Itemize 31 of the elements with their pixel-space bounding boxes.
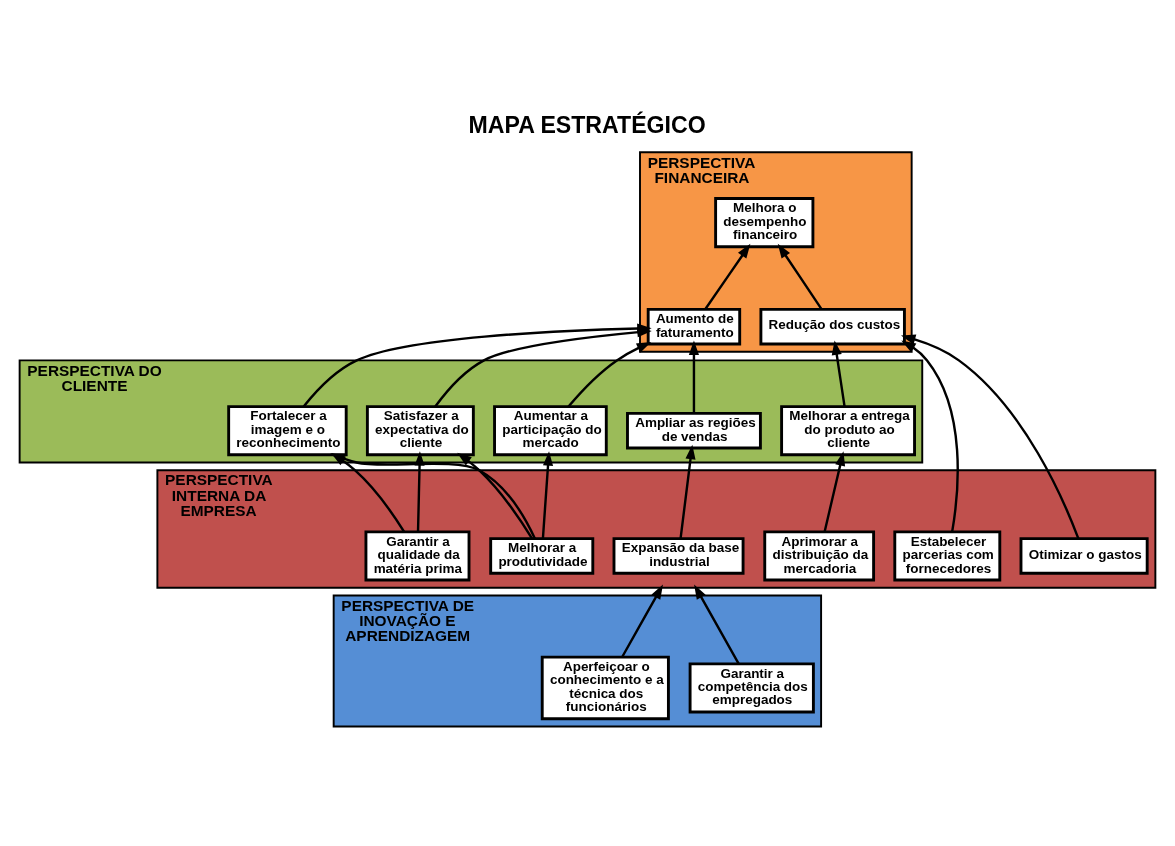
node-box: Melhora o desempenho financeiro <box>714 197 815 249</box>
arrow <box>414 451 425 532</box>
node-box: Satisfazer a expectativa do cliente <box>365 405 475 457</box>
arrow <box>831 340 846 407</box>
diagram-title: MAPA ESTRATÉGICO <box>468 112 706 139</box>
node-box: Aprimorar a distribuição da mercadoria <box>763 530 876 582</box>
node-box: Aperfeiçoar o conhecimento e a técnica dos funcionários <box>540 655 670 721</box>
node-box: Melhorar a produtividade <box>489 537 595 575</box>
arrow <box>688 340 700 414</box>
arrow <box>541 451 554 539</box>
node-box: Garantir a qualidade da matéria prima <box>364 530 471 582</box>
node-box: Expansão da base industrial <box>612 537 745 575</box>
node-box: Garantir a competência dos empregados <box>688 662 815 714</box>
node-box: Melhorar a entrega do produto ao cliente <box>780 405 916 457</box>
arrow <box>621 584 663 658</box>
arrow <box>457 452 533 539</box>
node-box: Fortalecer a imagem e o reconhecimento <box>227 405 348 457</box>
arrow <box>823 451 846 532</box>
node-box: Aumentar a participação do mercado <box>493 405 608 457</box>
arrow <box>777 243 823 310</box>
arrow <box>679 444 696 539</box>
arrow <box>694 584 740 665</box>
node-box: Ampliar as regiões de vendas <box>626 411 762 450</box>
arrow <box>567 342 652 408</box>
arrow <box>901 334 1080 539</box>
node-box: Redução dos custos <box>759 307 906 346</box>
node-box: Aumento de faturamento <box>646 307 742 346</box>
node-box: Otimizar o gastos <box>1019 537 1149 575</box>
node-box: Estabelecer parcerias com fornecedores <box>893 530 1002 582</box>
arrow <box>901 340 959 532</box>
arrow <box>704 243 751 310</box>
